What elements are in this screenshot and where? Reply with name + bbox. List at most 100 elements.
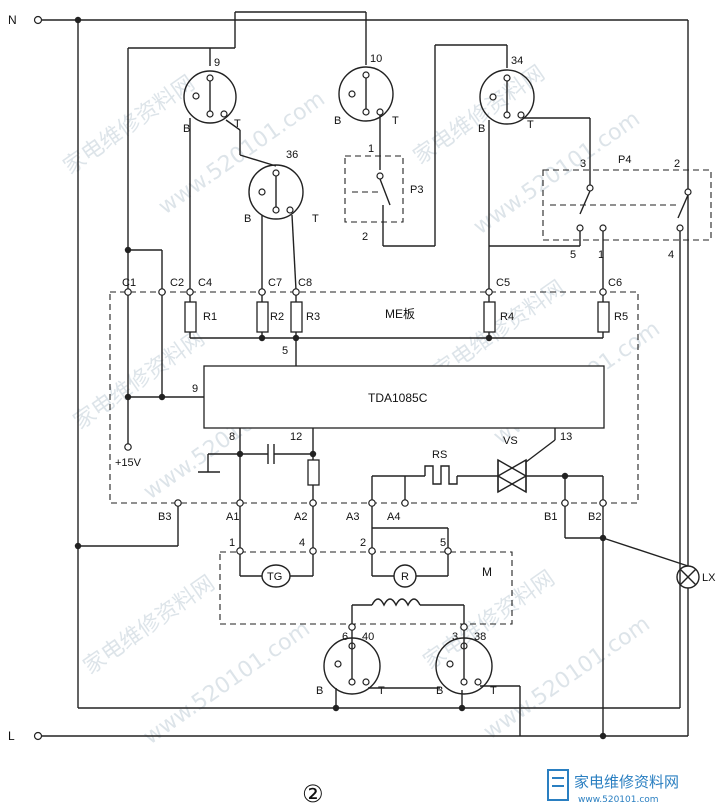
- watermark-text: 家电维修资料网: [59, 71, 200, 180]
- connector-34: 34 B T: [478, 55, 591, 290]
- motor-label: M: [482, 565, 492, 579]
- n-label: N: [8, 13, 17, 27]
- r1-label: R1: [203, 311, 217, 323]
- ic-label: TDA1085C: [368, 391, 428, 405]
- mains-lines: N L: [8, 13, 689, 743]
- rotor-label: R: [401, 571, 409, 583]
- resistor-r1: [184, 301, 197, 333]
- connector-40: 40 B T: [316, 630, 440, 712]
- watermark-text: www.520101.com: [139, 616, 315, 749]
- motor-pin-6-label: 6: [342, 631, 348, 643]
- tachogenerator-label: TG: [267, 571, 282, 583]
- lamp-lx: LX: [676, 565, 716, 736]
- b-label: B: [478, 123, 485, 135]
- connector-10: 10 B T: [334, 53, 399, 170]
- resistor-r3: [290, 301, 303, 333]
- connector-9-label: 9: [214, 57, 220, 69]
- p4-label: P4: [618, 154, 631, 166]
- r4-label: R4: [500, 311, 514, 323]
- b-label: B: [183, 123, 190, 135]
- c7-label: C7: [268, 277, 282, 289]
- a3-label: A3: [346, 511, 359, 523]
- b-label: B: [436, 685, 443, 697]
- bottom-terminals: B3 A1 A2 A3 A4 B1 B2: [74, 499, 689, 736]
- p3-pin-1-label: 1: [368, 143, 374, 155]
- b2-label: B2: [588, 511, 601, 523]
- ic-pin-8-label: 8: [229, 431, 235, 443]
- motor-pin-3-label: 3: [452, 631, 458, 643]
- r3-label: R3: [306, 311, 320, 323]
- watermark-text: 家电维修资料网: [69, 326, 210, 435]
- r5-label: R5: [614, 311, 628, 323]
- rs-label: RS: [432, 449, 447, 461]
- p4-pin-3-label: 3: [580, 158, 586, 170]
- supply-terminal: [124, 443, 132, 451]
- motor-m: [219, 551, 513, 625]
- logo-text: 家电维修资料网: [574, 773, 679, 791]
- resistor-r4: [483, 301, 496, 333]
- logo-url: www.520101.com: [578, 795, 659, 805]
- n-terminal: [33, 15, 43, 25]
- ic-pin-13-label: 13: [560, 431, 572, 443]
- a4-label: A4: [387, 511, 400, 523]
- watermark-text: www.520101.com: [154, 86, 330, 219]
- top-wiring: [124, 11, 508, 290]
- motor-pin-2-label: 2: [360, 537, 366, 549]
- t-label: T: [490, 685, 497, 697]
- vs-label: VS: [503, 435, 518, 447]
- ic-tda1085c: TDA1085C 9 +15V: [115, 295, 605, 469]
- connector-34-label: 34: [511, 55, 523, 67]
- me-board-label: ME板: [385, 307, 415, 321]
- r2-label: R2: [270, 311, 284, 323]
- switch-p4: 3 P4 2 5 1 4: [462, 154, 712, 709]
- connector-9: 9 B T: [183, 57, 241, 290]
- motor-wiring: 1 4 2 5 TG R 6 3: [229, 506, 468, 643]
- t-label: T: [234, 118, 241, 130]
- ic-pin-12-label: 12: [290, 431, 302, 443]
- t-label: T: [527, 119, 534, 131]
- p4-pin-5-label: 5: [570, 249, 576, 261]
- motor-pin-5-label: 5: [440, 537, 446, 549]
- watermark-text: www.520101.com: [479, 611, 655, 744]
- connector-38-label: 38: [474, 631, 486, 643]
- ic-pin-9-label: 9: [192, 383, 198, 395]
- site-logo: 家电维修资料网 www.520101.com: [547, 769, 679, 805]
- ic-pin-5-label: 5: [282, 345, 288, 357]
- p3-label: P3: [410, 184, 423, 196]
- switch-p3: 1 2 P3: [344, 143, 423, 246]
- p3-pin-2-label: 2: [362, 231, 368, 243]
- l-terminal: [33, 731, 43, 741]
- watermark-text: 家电维修资料网: [409, 61, 550, 170]
- resistor-r5: [597, 301, 610, 333]
- connector-36-label: 36: [286, 149, 298, 161]
- p4-pin-4-label: 4: [668, 249, 674, 261]
- p4-pin-1-label: 1: [598, 249, 604, 261]
- c4-label: C4: [198, 277, 212, 289]
- c6-label: C6: [608, 277, 622, 289]
- resistors: R1 R2 R3 R4 R5 5: [184, 295, 628, 366]
- a1-label: A1: [226, 511, 239, 523]
- connector-10-label: 10: [370, 53, 382, 65]
- b1-label: B1: [544, 511, 557, 523]
- watermark-text: 家电维修资料网: [419, 566, 560, 675]
- t-label: T: [392, 115, 399, 127]
- b3-label: B3: [158, 511, 171, 523]
- lx-label: LX: [702, 572, 716, 584]
- power-stage: RS VS 13: [371, 428, 604, 500]
- a2-label: A2: [294, 511, 307, 523]
- c1-label: C1: [122, 277, 136, 289]
- figure-number: ②: [302, 780, 324, 808]
- b-label: B: [316, 685, 323, 697]
- connector-38: 38 B T: [435, 630, 521, 736]
- watermark-text: www.520101.com: [469, 106, 645, 239]
- t-label: T: [312, 213, 319, 225]
- motor-pin-4-label: 4: [299, 537, 305, 549]
- b-label: B: [334, 115, 341, 127]
- connector-36: 36 B T: [239, 130, 319, 291]
- tacho-filter: 8 12: [198, 428, 320, 500]
- p4-pin-2-label: 2: [674, 158, 680, 170]
- t-label: T: [378, 685, 385, 697]
- b-label: B: [244, 213, 251, 225]
- watermark-text: 家电维修资料网: [79, 571, 220, 680]
